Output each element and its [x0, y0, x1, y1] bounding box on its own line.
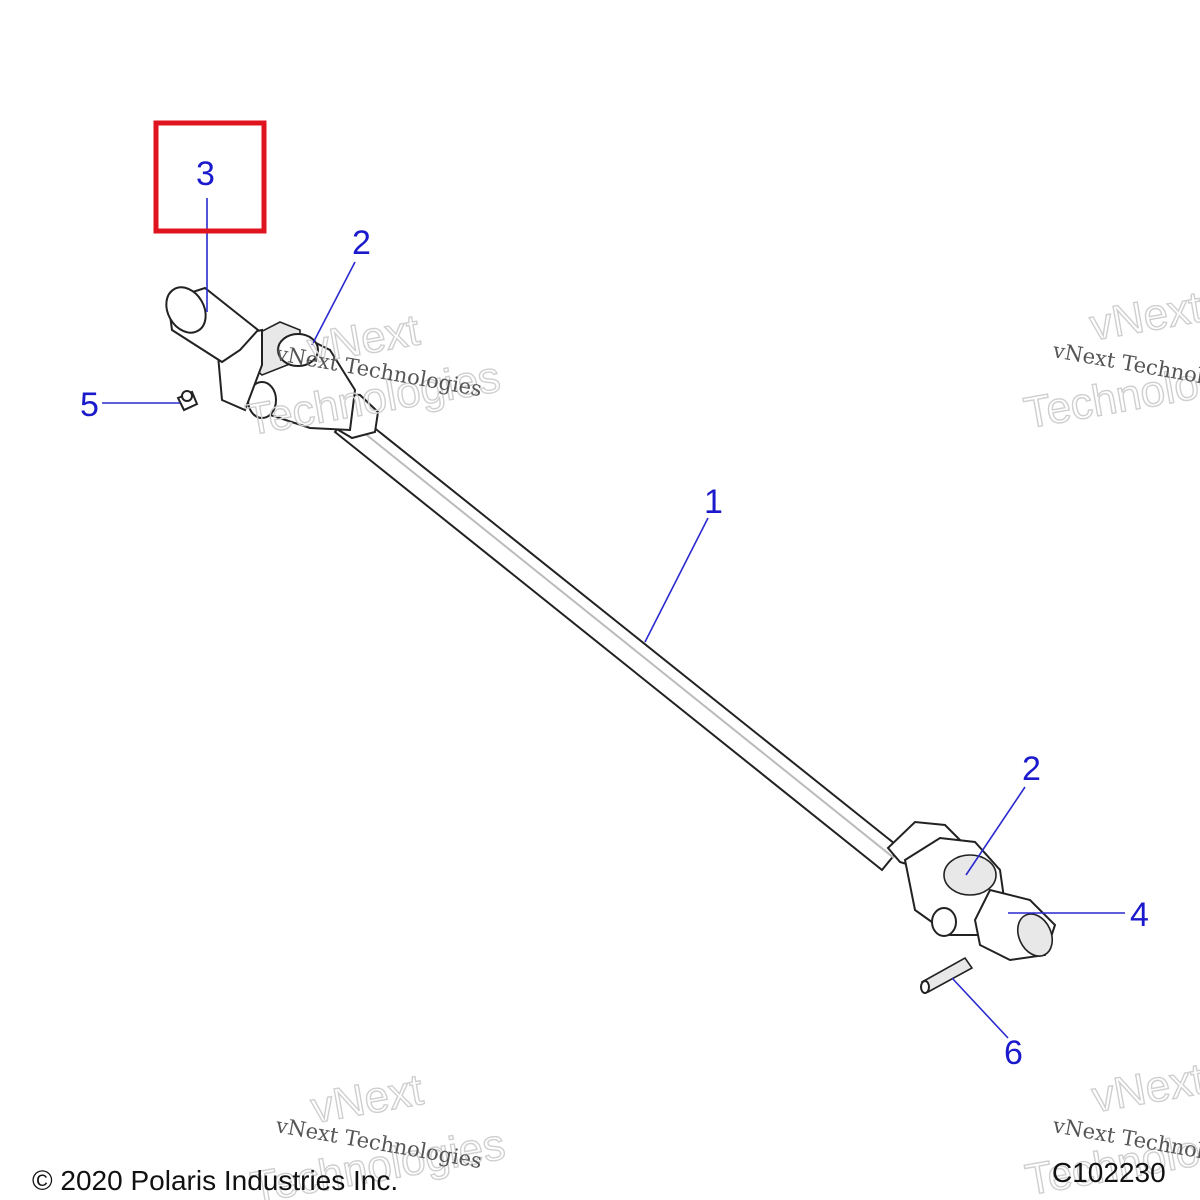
- callout-1[interactable]: 1: [704, 483, 723, 521]
- leader-2b: [965, 786, 1026, 876]
- callout-2-lower[interactable]: 2: [1022, 750, 1041, 788]
- svg-text:vNext: vNext: [1086, 283, 1200, 351]
- drive-shaft: [333, 408, 902, 872]
- callout-5[interactable]: 5: [80, 386, 99, 424]
- upper-u-joint: [216, 321, 380, 440]
- grease-fitting: [176, 390, 199, 412]
- callout-3[interactable]: 3: [196, 155, 215, 193]
- input-stub-shaft: [165, 286, 260, 364]
- highlight-box: [153, 120, 267, 234]
- leader-1: [644, 517, 709, 643]
- callout-2-upper[interactable]: 2: [352, 224, 371, 262]
- svg-text:vNext: vNext: [1088, 1054, 1200, 1122]
- leader-6: [951, 977, 1009, 1039]
- roll-pin: [920, 956, 974, 994]
- diagram-code: C102230: [1052, 1157, 1166, 1188]
- lower-u-joint: [886, 820, 1057, 962]
- leader-2a: [311, 261, 356, 346]
- callout-4[interactable]: 4: [1130, 896, 1149, 934]
- copyright-text: © 2020 Polaris Industries Inc.: [32, 1165, 398, 1196]
- callout-6[interactable]: 6: [1004, 1034, 1023, 1072]
